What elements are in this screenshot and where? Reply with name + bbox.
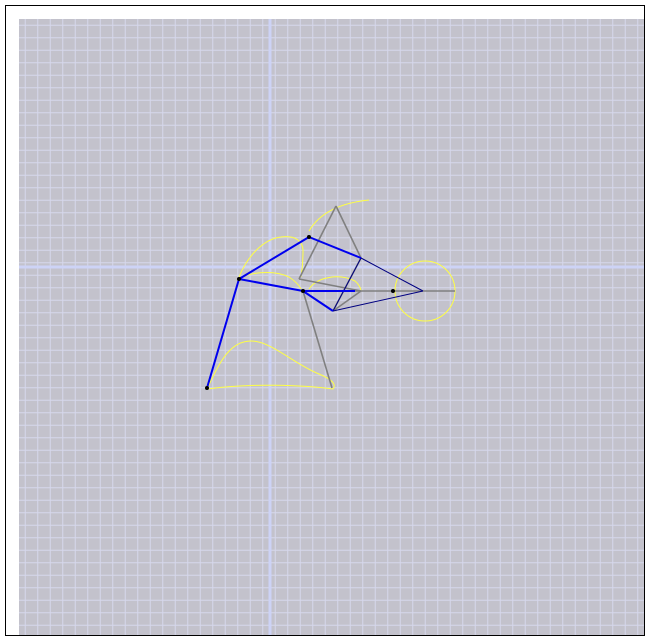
ghost-link-left: [298, 278, 362, 292]
trace-curve-lower: [206, 340, 335, 390]
trace-curve-mid-right: [308, 276, 362, 292]
canvas-frame: [5, 5, 645, 636]
ghost-link-ground: [302, 290, 333, 389]
thin-link-top: [360, 257, 424, 292]
driver-link-upper: [238, 236, 310, 280]
linkage-diagram[interactable]: [19, 19, 644, 635]
trace-curve-mid-left: [240, 272, 302, 290]
canvas-background: [19, 19, 644, 635]
driver-link-tri-bottom: [302, 290, 334, 312]
joint-coupler[interactable]: [307, 235, 311, 239]
joint-slider[interactable]: [391, 289, 395, 293]
ghost-link-coupler-up: [298, 205, 337, 280]
ghost-link-wedge-top: [332, 290, 362, 312]
ghost-link-rocker: [335, 205, 362, 259]
joint-center[interactable]: [301, 289, 305, 293]
joint-ground-left[interactable]: [205, 386, 209, 390]
trace-curve-top: [308, 199, 370, 232]
driver-link-coupler: [308, 236, 362, 259]
drawing-canvas[interactable]: [19, 19, 644, 635]
driver-linkage: [206, 236, 362, 389]
thin-link-bottom: [332, 290, 424, 312]
trace-curve-upper-left: [238, 236, 304, 278]
driver-link-mid: [238, 278, 304, 292]
major-axes: [19, 19, 644, 635]
thin-link-diag: [332, 257, 362, 312]
joint-crank[interactable]: [237, 277, 241, 281]
minor-grid: [19, 19, 644, 635]
connector-linkage: [332, 257, 424, 312]
joint-markers: [205, 235, 395, 390]
driver-link-lower: [206, 278, 240, 389]
